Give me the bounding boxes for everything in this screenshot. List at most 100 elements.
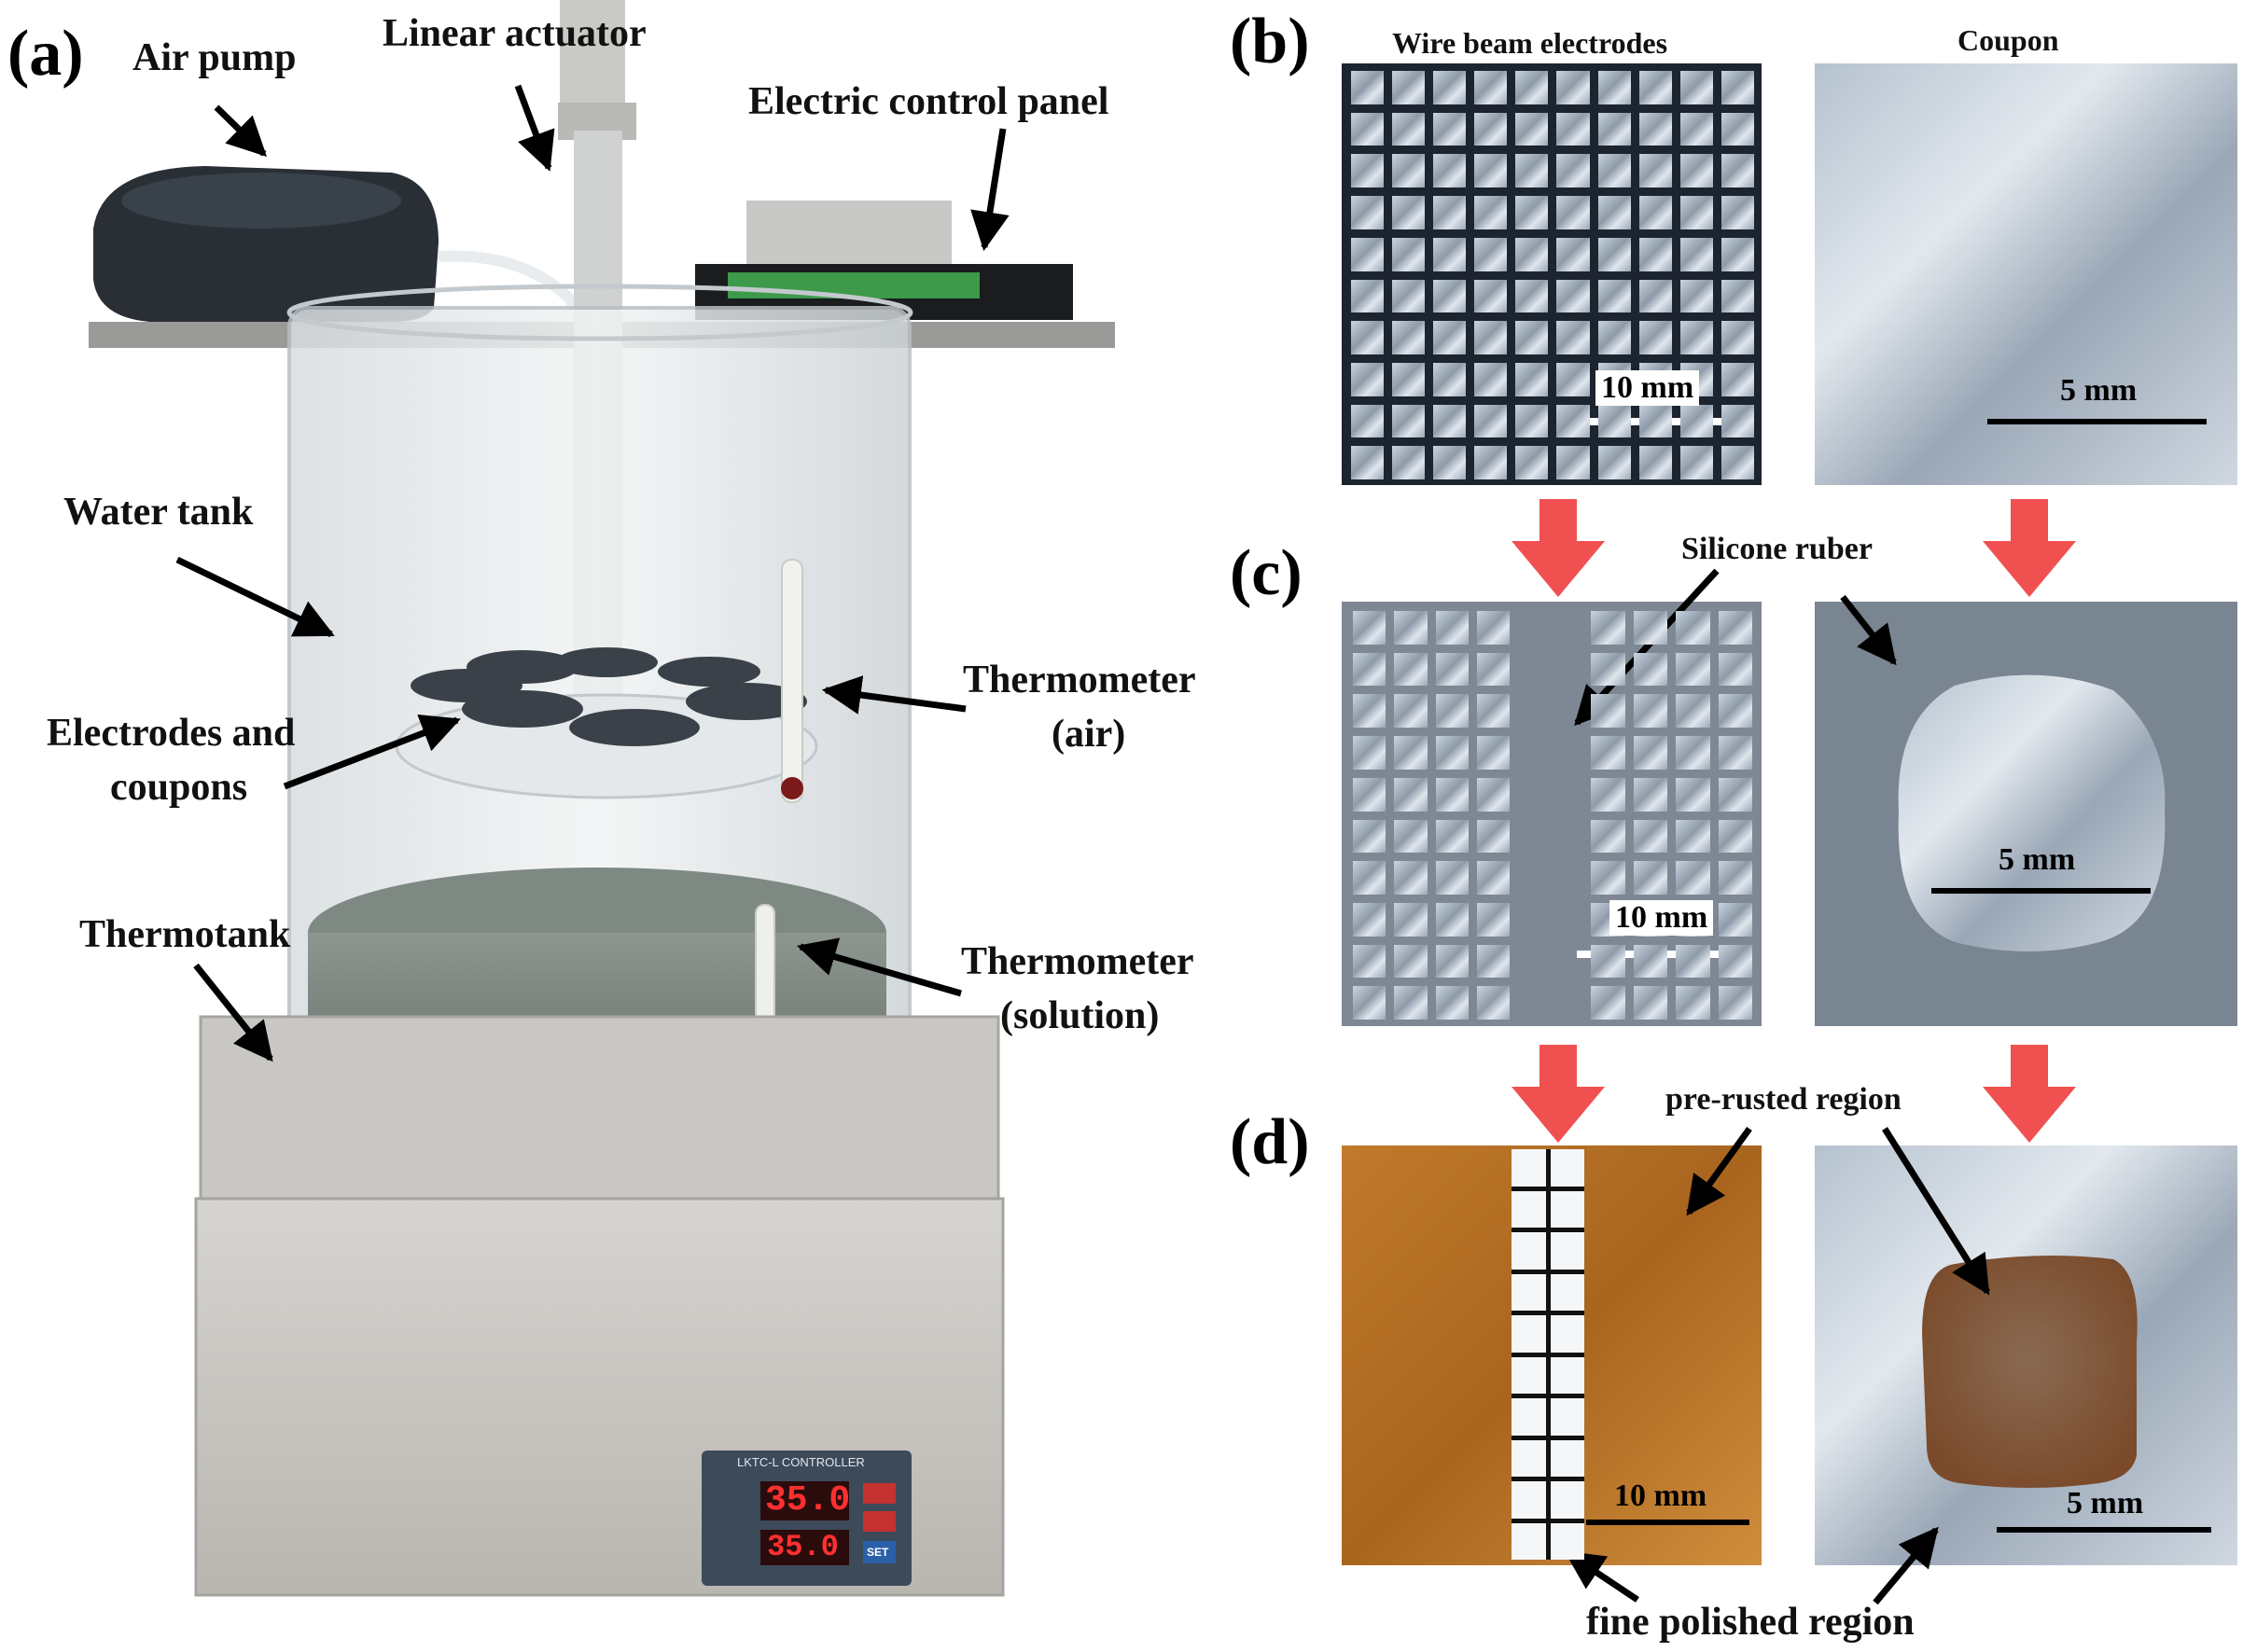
- electrode-cell: [1435, 777, 1469, 812]
- electrode-cell: [1597, 404, 1631, 438]
- label-pre-rusted-region: pre-rusted region: [1665, 1082, 1902, 1117]
- electrode-cell: [1353, 736, 1386, 770]
- electrode-cell: [1676, 694, 1710, 729]
- electrode-cell: [1435, 861, 1469, 895]
- electrode-cell: [1550, 1481, 1584, 1519]
- set-button[interactable]: [863, 1541, 896, 1563]
- electrode-cell: [1638, 196, 1672, 229]
- terminal-strip: [728, 272, 980, 298]
- electrode-cell: [1474, 362, 1508, 396]
- electrode-cell: [1433, 71, 1467, 104]
- electrode-cell: [1679, 404, 1713, 438]
- electrode-cell: [1392, 321, 1426, 354]
- electrode-cell: [1392, 237, 1426, 271]
- electrode-cell: [1474, 237, 1508, 271]
- label-thermometer-air-line1: Thermometer: [963, 659, 1196, 701]
- label-silicone-ruber: Silicone ruber: [1681, 532, 1873, 566]
- electrode-cell: [1476, 652, 1510, 687]
- electrode-cell: [1351, 279, 1385, 313]
- electrode-cell: [1679, 237, 1713, 271]
- electrode-cell: [1351, 404, 1385, 438]
- electrode-cell: [1392, 279, 1426, 313]
- electrode-cell: [1515, 154, 1549, 188]
- electrode-cell: [1392, 112, 1426, 146]
- electrode-cell: [1435, 611, 1469, 645]
- electrode-cell: [1550, 1522, 1584, 1560]
- electrode-cell: [1476, 902, 1510, 937]
- label-thermometer-air-line2: (air): [1052, 713, 1126, 756]
- electrode-cell: [1515, 404, 1549, 438]
- label-water-tank: Water tank: [63, 491, 254, 534]
- electrode-cell: [1556, 279, 1590, 313]
- electrode-cell: [1353, 819, 1386, 854]
- electrode-cell: [1597, 279, 1631, 313]
- wbe-grid-c-right: [1591, 611, 1752, 1020]
- electrode-cell: [1556, 112, 1590, 146]
- electrode-cell: [1556, 154, 1590, 188]
- electrode-cell: [1351, 321, 1385, 354]
- electrode-cell: [1433, 404, 1467, 438]
- electrode-cell: [1474, 404, 1508, 438]
- electrode-cell: [1392, 404, 1426, 438]
- electrode-cell: [1556, 237, 1590, 271]
- electrode-cell: [1476, 944, 1510, 979]
- up-button[interactable]: [863, 1483, 896, 1504]
- label-wire-beam-electrodes: Wire beam electrodes: [1392, 26, 1668, 60]
- electrode-cell: [1435, 902, 1469, 937]
- scale-text-d-coupon: 5 mm: [2067, 1486, 2144, 1520]
- electrode-cell: [1435, 694, 1469, 729]
- electrode-cell: [1679, 112, 1713, 146]
- electrode-cell: [1591, 986, 1625, 1020]
- electrode-cell: [1394, 611, 1428, 645]
- down-button[interactable]: [863, 1511, 896, 1532]
- electrode-cell: [1676, 611, 1710, 645]
- electrode-cell: [1392, 196, 1426, 229]
- electrode-cell: [1351, 446, 1385, 479]
- electrode-cell: [1679, 154, 1713, 188]
- label-coupon: Coupon: [1957, 23, 2059, 57]
- electrode-cell: [1435, 819, 1469, 854]
- electrode-cell: [1638, 404, 1672, 438]
- flow-arrows: [1512, 499, 2076, 1143]
- electrode-cell: [1676, 861, 1710, 895]
- electrode-cell: [1512, 1315, 1546, 1353]
- electrode-cell: [1638, 154, 1672, 188]
- electrode-cell: [1512, 1522, 1546, 1560]
- label-air-pump: Air pump: [132, 36, 297, 79]
- electrode-caps: [411, 647, 807, 746]
- electrode-cell: [1435, 944, 1469, 979]
- electrode-cell: [1394, 819, 1428, 854]
- electrode-cell: [1394, 944, 1428, 979]
- electrode-cell: [1353, 902, 1386, 937]
- electrode-cell: [1433, 237, 1467, 271]
- label-electric-control-panel: Electric control panel: [748, 80, 1109, 123]
- controller-title: LKTC-L CONTROLLER: [737, 1455, 865, 1469]
- electrode-cell: [1597, 321, 1631, 354]
- electrode-cell: [1591, 694, 1625, 729]
- electrode-cell: [1721, 237, 1754, 271]
- electrode-cell: [1679, 71, 1713, 104]
- electrode-cell: [1433, 321, 1467, 354]
- electrode-cell: [1512, 1190, 1546, 1228]
- electrode-cell: [1638, 71, 1672, 104]
- electrode-cell: [1718, 819, 1752, 854]
- electrode-cell: [1676, 777, 1710, 812]
- electrode-cell: [1556, 71, 1590, 104]
- panel-label-a: (a): [7, 18, 84, 90]
- electrode-cell: [1718, 694, 1752, 729]
- electrode-cell: [1591, 819, 1625, 854]
- electrode-cell: [1474, 112, 1508, 146]
- wbe-grid-b: [1351, 71, 1754, 479]
- electrode-cell: [1476, 736, 1510, 770]
- electrode-cell: [1515, 321, 1549, 354]
- electrode-cell: [1550, 1356, 1584, 1394]
- annotation-arrows-d: [1564, 1126, 1990, 1605]
- electrode-cell: [1476, 986, 1510, 1020]
- electrode-cell: [1392, 154, 1426, 188]
- electrode-cell: [1597, 112, 1631, 146]
- panel-label-c: (c): [1230, 537, 1303, 609]
- electrode-cell: [1512, 1481, 1546, 1519]
- electrode-cell: [1353, 944, 1386, 979]
- electrode-cell: [1512, 1356, 1546, 1394]
- electrode-cell: [1556, 321, 1590, 354]
